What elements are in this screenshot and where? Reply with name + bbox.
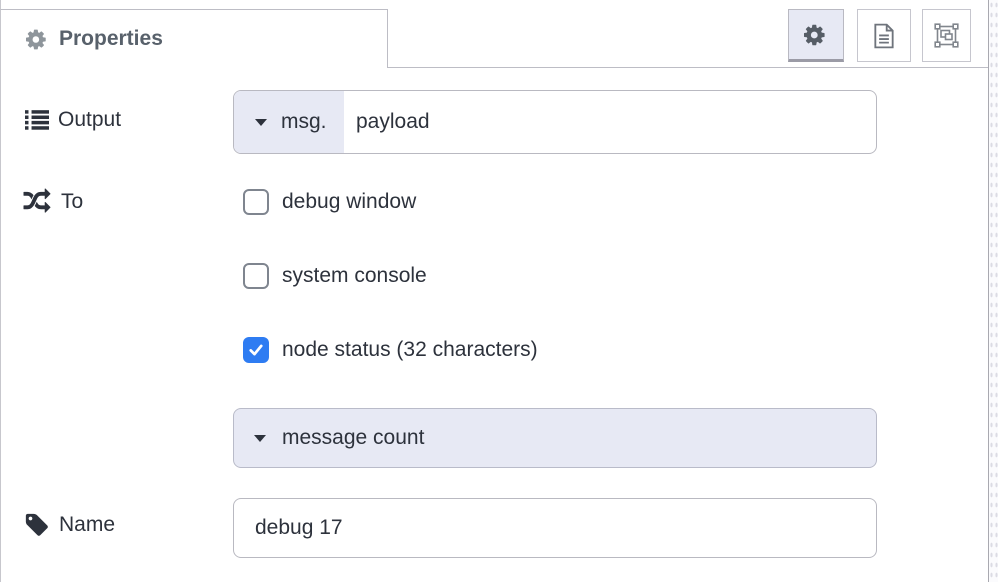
description-tab-button[interactable] [857,9,911,62]
to-row-label: To [22,188,83,215]
debug-window-option: debug window [243,189,416,215]
gear-icon [26,28,49,51]
shuffle-icon [22,188,52,215]
dialog-left-border [0,0,1,582]
panel-right-border [988,0,989,582]
file-text-icon [873,23,895,49]
appearance-tab-button[interactable] [922,9,971,62]
workspace-grid-strip [989,0,998,582]
gear-icon [804,23,828,47]
output-property-field[interactable]: payload [344,91,876,153]
output-typed-input: msg. payload [233,90,877,154]
node-status-label: node status (32 characters) [282,338,538,361]
status-type-dropdown-button[interactable]: message count [233,408,877,468]
chevron-down-icon [254,434,266,442]
tabbar-divider [388,67,988,68]
debug-window-label: debug window [282,190,417,213]
system-console-checkbox[interactable] [243,263,269,289]
debug-window-checkbox[interactable] [243,189,269,215]
output-row-label: Output [25,108,121,132]
msg-type-label: msg. [281,110,327,133]
name-label: Name [59,513,116,536]
node-status-checkbox[interactable] [243,337,269,363]
tag-icon [24,512,50,538]
name-field[interactable]: debug 17 [233,498,877,558]
status-type-value: message count [282,426,425,449]
to-label: To [61,189,84,213]
name-field-value: debug 17 [255,516,343,539]
list-icon [25,110,49,130]
appearance-icon [933,22,960,49]
name-row-label: Name [24,512,115,538]
system-console-option: system console [243,263,427,289]
chevron-down-icon [255,118,267,126]
output-label: Output [58,108,122,131]
node-status-option: node status (32 characters) [243,337,538,363]
tab-properties[interactable]: Properties [0,9,388,68]
output-property-value: payload [356,110,430,133]
properties-tab-button[interactable] [788,9,844,62]
system-console-label: system console [282,264,427,287]
msg-type-dropdown-button[interactable]: msg. [234,91,344,153]
tab-properties-label: Properties [59,27,163,50]
